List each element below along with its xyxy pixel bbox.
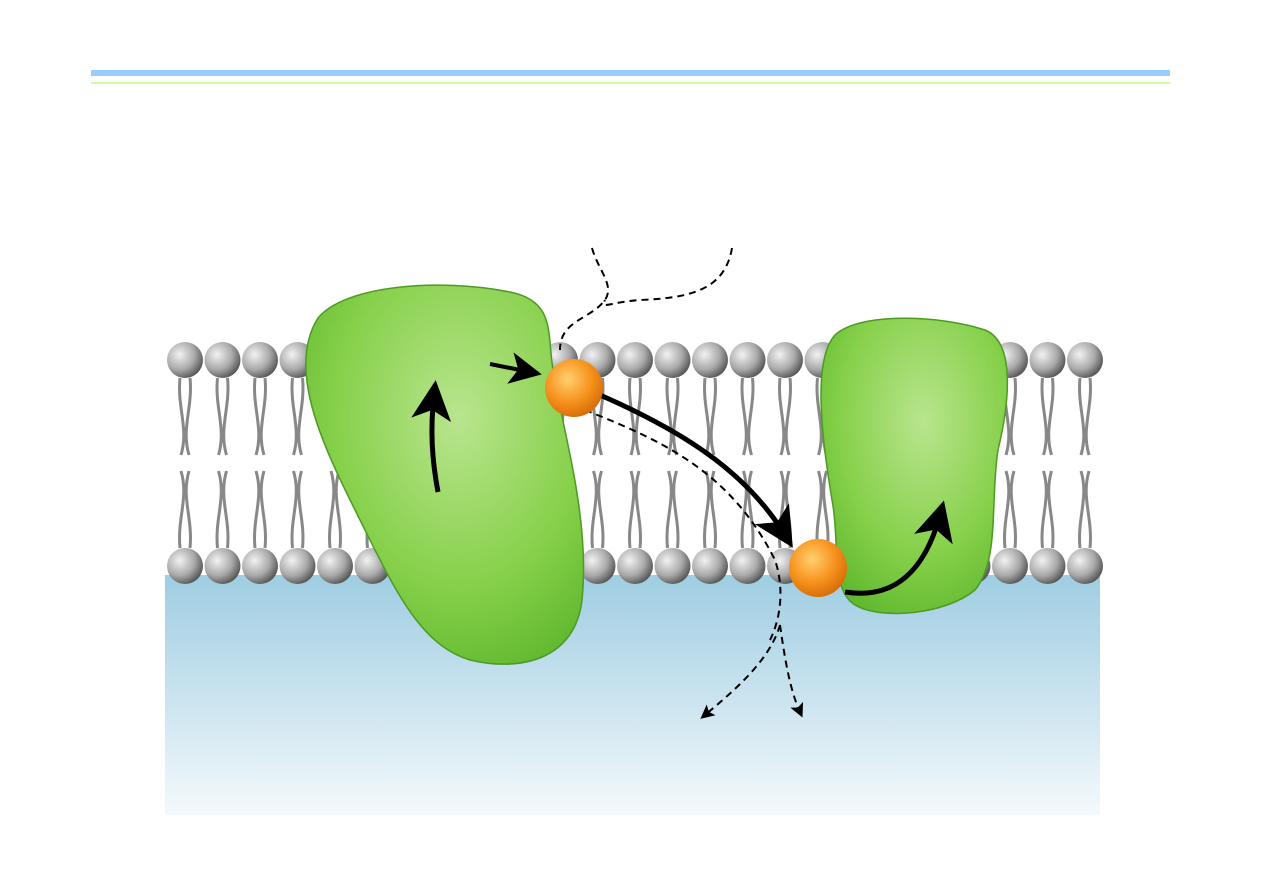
- lipid-tail: [290, 377, 305, 456]
- lipid-tail: [178, 377, 192, 456]
- lipid-tail: [1003, 470, 1017, 549]
- carrier-molecule-lower: [789, 539, 847, 597]
- lipid-tail: [740, 377, 755, 456]
- lipid-head: [654, 548, 691, 584]
- arrow-curve-up-icon: [844, 500, 953, 596]
- lipid-tail: [778, 470, 792, 549]
- header-rule: [91, 82, 1170, 84]
- lipid-tail: [178, 470, 192, 549]
- lipid-tail: [665, 470, 680, 549]
- arrow-into-carrier-icon: [489, 352, 542, 384]
- dashed-path-middle: [584, 409, 782, 641]
- arrow-transfer-icon: [598, 392, 793, 548]
- carrier-molecule-upper: [545, 359, 603, 417]
- lipid-head: [279, 548, 316, 584]
- lipid-tail: [328, 470, 342, 549]
- lipid-head: [1067, 548, 1103, 584]
- dashed-path-upper-2: [602, 247, 733, 306]
- lipid-tail: [215, 377, 230, 456]
- lipid-head: [654, 342, 691, 378]
- lipid-tail: [1078, 377, 1092, 456]
- lipid-head: [617, 548, 653, 584]
- lipid-head: [617, 342, 653, 378]
- lipid-head: [767, 342, 803, 378]
- lipid-head: [729, 548, 766, 584]
- lipid-head: [729, 342, 766, 378]
- lipid-head: [1029, 342, 1066, 378]
- dashed-arrow-down: [779, 624, 804, 718]
- lipid-tail: [740, 470, 755, 549]
- lipid-head: [242, 342, 278, 378]
- lipid-head: [692, 342, 728, 378]
- lipid-head: [579, 548, 616, 584]
- lipid-tail: [628, 470, 642, 549]
- lipid-tail: [703, 377, 717, 456]
- lipid-head: [204, 342, 241, 378]
- lipid-tail: [1040, 377, 1055, 456]
- lipid-tail: [1078, 470, 1092, 549]
- lipid-tail: [703, 470, 717, 549]
- lipid-head: [692, 548, 728, 584]
- lipid-head: [317, 548, 353, 584]
- lipid-tail: [665, 377, 680, 456]
- membrane-protein-right: [820, 317, 1009, 615]
- lipid-tail: [253, 377, 267, 456]
- lipid-tail: [778, 377, 792, 456]
- lipid-tail: [628, 377, 642, 456]
- cytoplasm-region: [165, 575, 1100, 815]
- lipid-head: [992, 548, 1028, 584]
- lipid-tail: [290, 470, 305, 549]
- lipid-head: [204, 548, 241, 584]
- dashed-path-upper: [559, 247, 610, 351]
- lipid-head: [167, 342, 203, 378]
- lipid-tail: [1040, 470, 1055, 549]
- lipid-head: [167, 548, 203, 584]
- lipid-head: [1067, 342, 1103, 378]
- lipid-tail: [253, 470, 267, 549]
- lipid-head: [1029, 548, 1066, 584]
- lipid-tail: [215, 470, 230, 549]
- dashed-arrow-down-left: [700, 624, 781, 719]
- header-bar: [91, 70, 1170, 76]
- arrow-up-icon: [411, 380, 452, 493]
- lipid-head: [242, 548, 278, 584]
- lipid-tail: [815, 470, 830, 549]
- lipid-tail: [590, 470, 605, 549]
